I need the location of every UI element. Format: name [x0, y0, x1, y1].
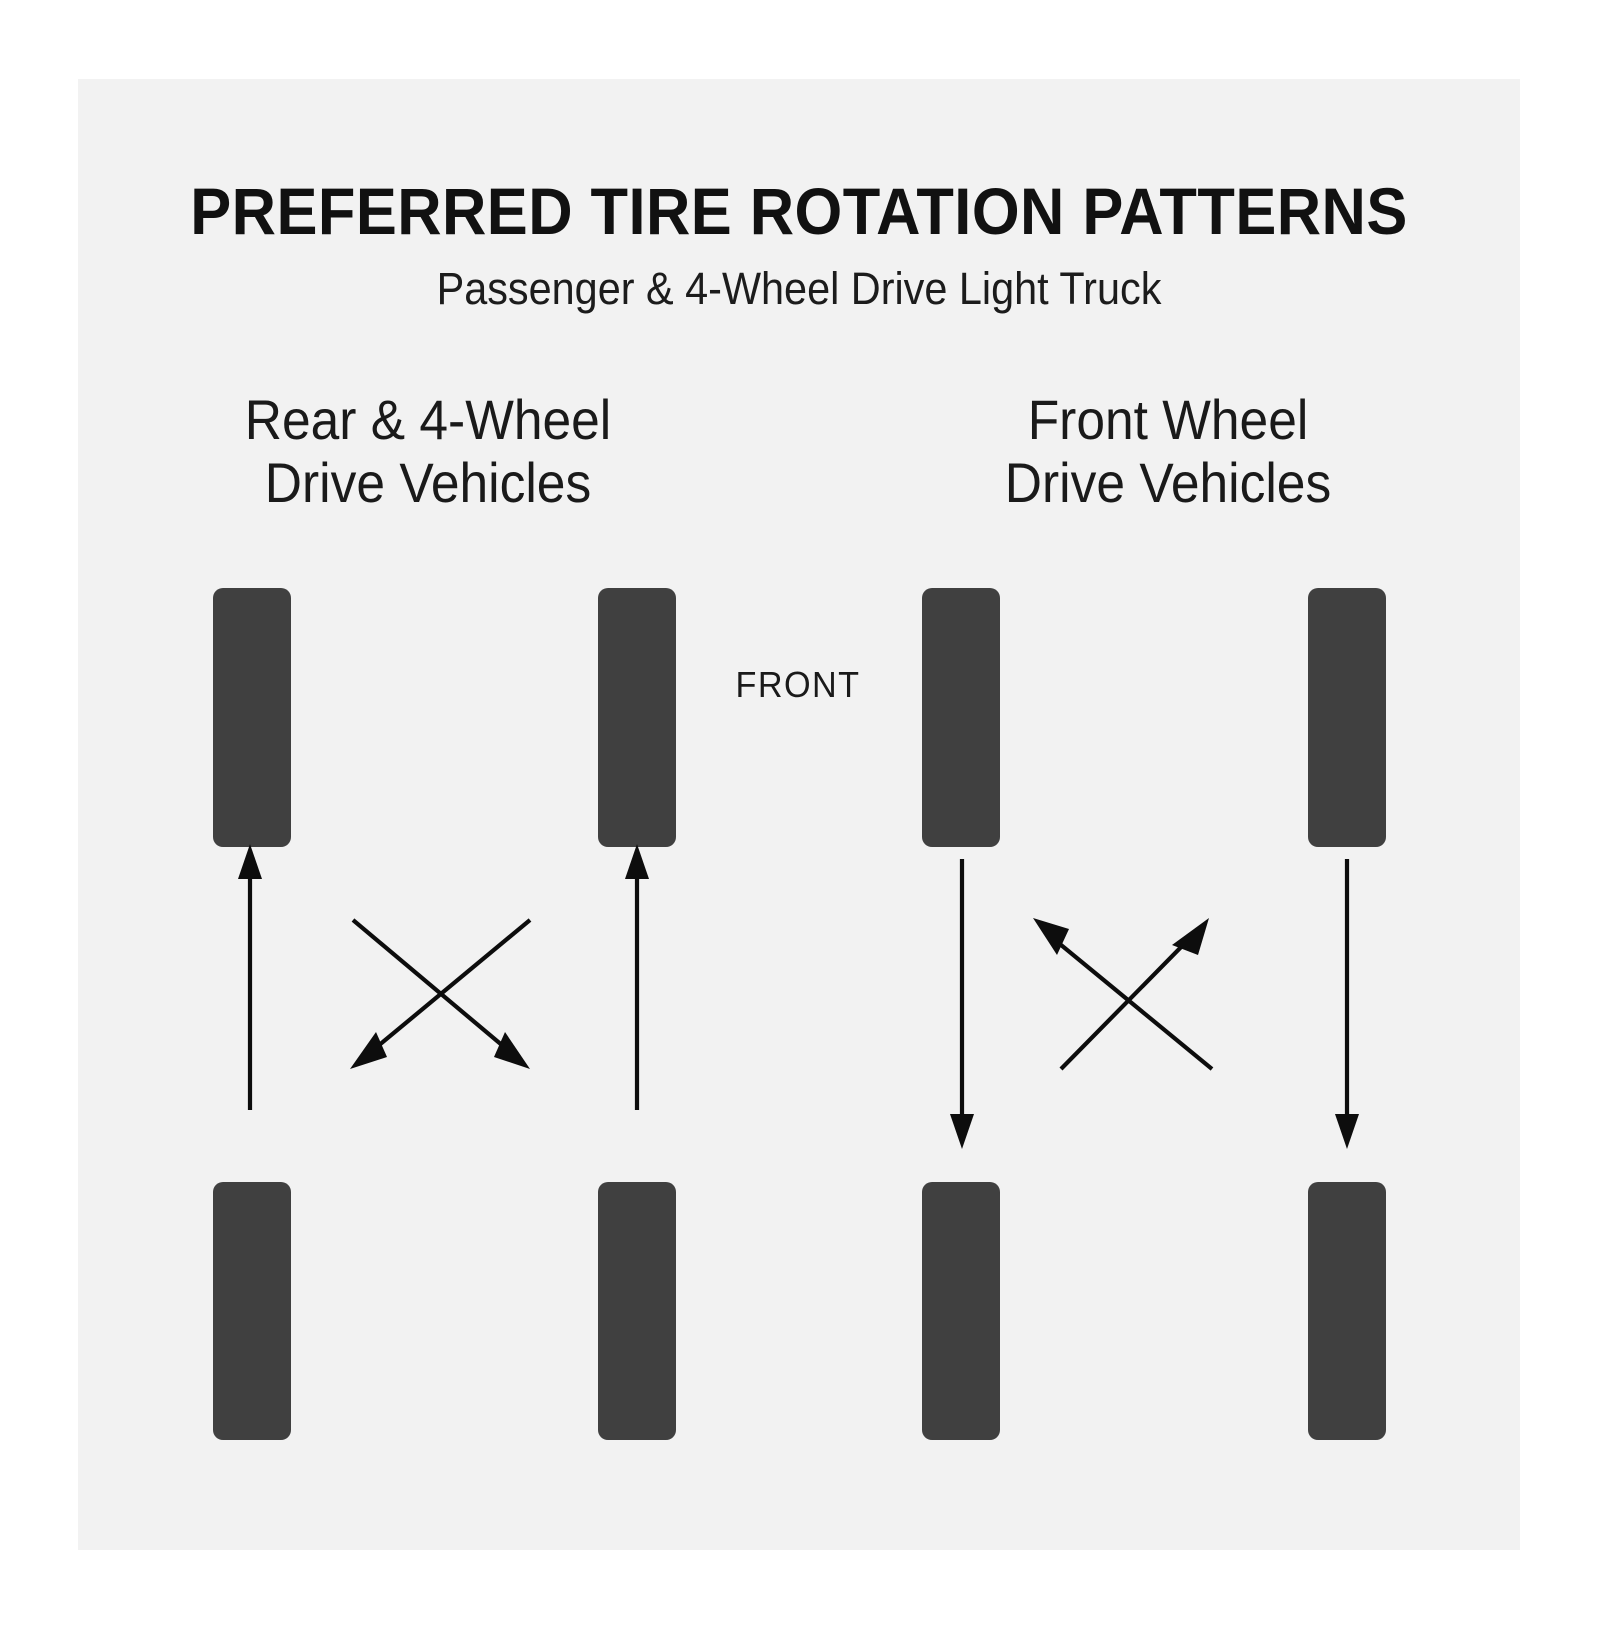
page-subtitle: Passenger & 4-Wheel Drive Light Truck: [436, 263, 1162, 314]
tire-rwd-right-rear: [598, 1182, 676, 1440]
tire-fwd-left-rear: [922, 1182, 1000, 1440]
panel-heading-rear-and-4wd: Rear & 4-Wheel Drive Vehicles: [152, 388, 704, 514]
panel-heading-line-2: Drive Vehicles: [264, 450, 592, 514]
tire-rwd-left-rear: [213, 1182, 291, 1440]
diagram-panel: PREFERRED TIRE ROTATION PATTERNS Passeng…: [78, 79, 1520, 1550]
panel-heading-line-1: Rear & 4-Wheel: [244, 388, 612, 451]
panel-heading-line-1: Front Wheel: [1027, 388, 1309, 451]
arrow-fwd-cross-up-right: [1059, 918, 1209, 1071]
arrow-rwd-left-straight-up: [238, 844, 262, 1110]
page-title: PREFERRED TIRE ROTATION PATTERNS: [190, 174, 1408, 248]
tire-fwd-left-front: [922, 588, 1000, 847]
panel-heading-front-wheel-drive: Front Wheel Drive Vehicles: [892, 388, 1444, 514]
tire-fwd-right-front: [1308, 588, 1386, 847]
arrow-rwd-cross-down-left: [350, 918, 532, 1069]
arrow-rwd-right-straight-up: [625, 844, 649, 1110]
panel-heading-line-2: Drive Vehicles: [1004, 450, 1332, 514]
arrow-rwd-cross-down-right: [351, 918, 530, 1069]
tire-rwd-left-front: [213, 588, 291, 847]
front-direction-label: FRONT: [735, 664, 861, 705]
arrow-fwd-cross-up-left: [1033, 918, 1214, 1071]
tire-fwd-right-rear: [1308, 1182, 1386, 1440]
arrow-fwd-right-straight-down: [1335, 859, 1359, 1149]
tire-rwd-right-front: [598, 588, 676, 847]
arrow-fwd-left-straight-down: [950, 859, 974, 1149]
